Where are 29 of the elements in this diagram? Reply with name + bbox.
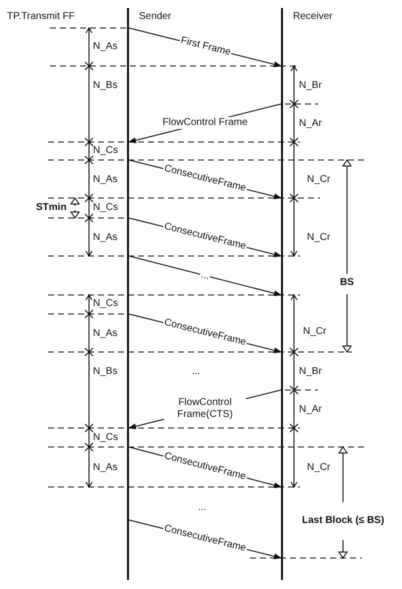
timing-label: N_Ar xyxy=(299,404,322,416)
timing-label: N_As xyxy=(93,174,118,186)
timing-label: N_Cr xyxy=(303,326,326,338)
timing-label: N_As xyxy=(93,232,118,244)
timing-label: N_As xyxy=(93,41,118,53)
message-arrow xyxy=(128,256,282,296)
timing-label: N_Cr xyxy=(307,232,330,244)
timing-label: N_As xyxy=(93,328,118,340)
diagram-title: TP.Transmit FF xyxy=(7,11,75,23)
timing-label: N_Cr xyxy=(307,174,330,186)
timing-label: N_Bs xyxy=(93,80,118,92)
timing-label: N_Cs xyxy=(93,298,118,310)
lifeline-header: Sender xyxy=(139,11,172,23)
timing-label: N_Br xyxy=(299,80,322,92)
message-label: FlowControl Frame xyxy=(162,117,249,129)
lifeline-header: Receiver xyxy=(293,11,332,23)
timing-parameter-label: STmin xyxy=(36,202,67,214)
timing-label: N_Cs xyxy=(93,202,118,214)
ellipsis: ... xyxy=(192,366,200,378)
timing-label: N_Cs xyxy=(93,432,118,444)
timing-label: N_Cs xyxy=(93,145,118,157)
timing-label: N_Bs xyxy=(93,366,118,378)
timing-label: N_Cr xyxy=(307,462,330,474)
message-label: FlowControl Frame(CTS) xyxy=(164,397,246,421)
block-size-label: Last Block (≤ BS) xyxy=(302,515,384,527)
ellipsis: ... xyxy=(198,502,206,514)
timing-label: N_Ar xyxy=(299,118,322,130)
timing-label: N_As xyxy=(93,462,118,474)
timing-label: N_Br xyxy=(299,366,322,378)
